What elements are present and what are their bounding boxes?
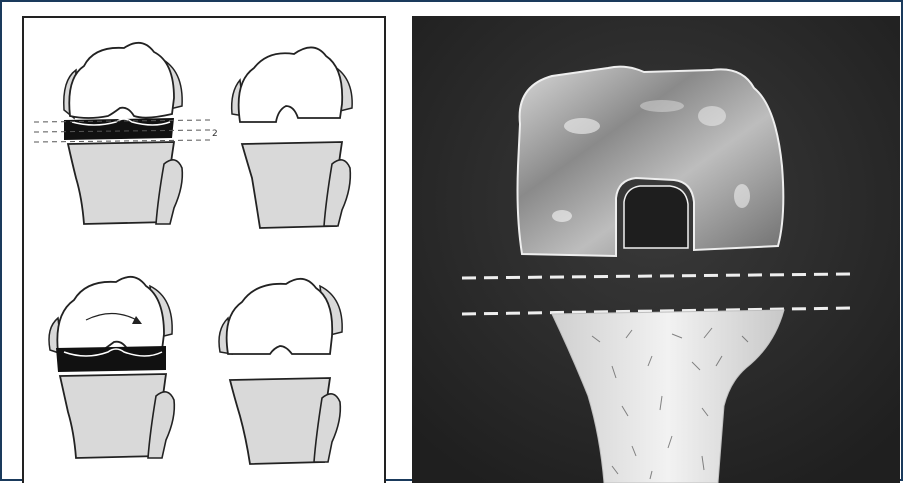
femoral-component (518, 67, 784, 256)
knee-bottom-left (49, 277, 174, 458)
photo-illustration (412, 16, 900, 483)
schematic-drawing: 2 (24, 18, 384, 483)
gap-marker-label: 2 (212, 129, 218, 139)
knee-top-right (232, 47, 352, 228)
knee-bottom-right (219, 279, 342, 464)
femur-bottom-left (57, 277, 164, 354)
photo-panel (412, 16, 900, 483)
femur-top-left (69, 43, 174, 118)
femur-bottom-right (227, 279, 333, 354)
schematic-panel: 2 (22, 16, 386, 483)
knee-top-left: 2 (34, 43, 218, 224)
intercondylar-notch (624, 186, 688, 248)
femur-top-right (239, 47, 343, 122)
